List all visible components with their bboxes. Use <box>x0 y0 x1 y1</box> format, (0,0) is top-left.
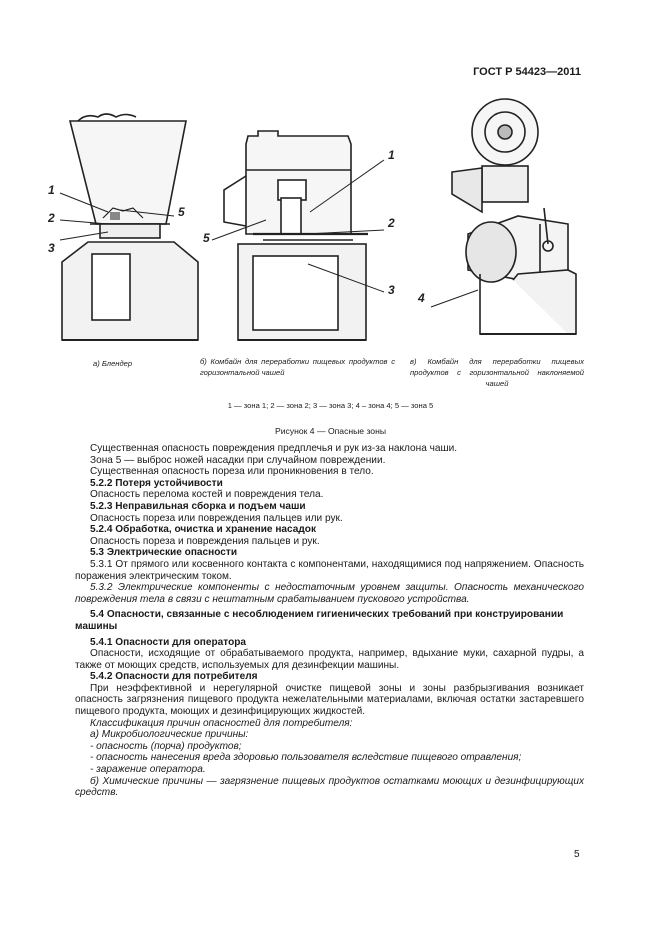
blender-drawing <box>61 113 199 341</box>
label-b3: 3 <box>388 283 395 297</box>
paragraph: Классификация причин опасностей для потр… <box>90 717 353 729</box>
figure-legend: 1 — зона 1; 2 — зона 2; 3 — зона 3; 4 – … <box>227 401 434 410</box>
label-c4: 4 <box>417 291 425 305</box>
caption-processor-horizontal: б) Комбайн для переработки пищевых проду… <box>200 357 395 377</box>
document-id: ГОСТ Р 54423—2011 <box>473 66 581 78</box>
paragraph: Опасность перелома костей и повреждения … <box>90 489 324 501</box>
heading-5-4-2: 5.4.2 Опасности для потребителя <box>90 671 258 683</box>
list-item: б) Химические причины — загрязнение пище… <box>75 775 584 799</box>
figure-drawing: 1 2 3 5 1 2 3 5 <box>48 98 577 341</box>
label-a1: 1 <box>48 183 55 197</box>
processor-tilting-pointers <box>430 289 479 308</box>
caption-processor-tilting: в) Комбайн для переработки пищевых проду… <box>410 357 584 388</box>
heading-5-2-4: 5.2.4 Обработка, очистка и хранение наса… <box>90 524 317 536</box>
label-b2: 2 <box>387 216 395 230</box>
figure-hazard-zones: 1 2 3 5 1 2 3 5 <box>48 84 608 354</box>
heading-5-2-3: 5.2.3 Неправильная сборка и подъем чаши <box>90 500 306 512</box>
label-a5: 5 <box>178 205 185 219</box>
label-a2: 2 <box>48 211 55 225</box>
label-b1: 1 <box>388 148 395 162</box>
paragraph: Зона 5 — выброс ножей насадки при случай… <box>90 454 386 466</box>
paragraph: Опасность пореза или повреждения пальцев… <box>90 512 343 524</box>
paragraph: При неэффективной и нерегулярной очистке… <box>75 682 584 718</box>
blender-pointers <box>59 192 175 241</box>
processor-tilting-drawing <box>451 98 577 335</box>
caption-blender: а) Блендер <box>93 359 133 368</box>
heading-5-3: 5.3 Электрические опасности <box>90 547 238 559</box>
paragraph: Опасности, исходящие от обрабатываемого … <box>75 648 584 671</box>
paragraph: Существенная опасность повреждения предп… <box>90 443 458 454</box>
paragraph: Существенная опасность пореза или проник… <box>90 466 374 478</box>
list-item: - заражение оператора. <box>90 764 206 776</box>
paragraph: 5.3.1 От прямого или косвенного контакта… <box>75 558 584 582</box>
list-item: а) Микробиологические причины: <box>90 729 249 741</box>
processor-horizontal-drawing <box>223 130 368 341</box>
heading-5-4-1: 5.4.1 Опасности для оператора <box>90 636 247 648</box>
processor-horizontal-pointers <box>211 159 385 293</box>
heading-5-4: 5.4 Опасности, связанные с несоблюдением… <box>75 609 564 632</box>
page-number: 5 <box>574 849 580 860</box>
heading-5-2-2: 5.2.2 Потеря устойчивости <box>90 477 223 489</box>
paragraph: 5.3.2 Электрические компоненты с недоста… <box>75 582 584 605</box>
figure-title: Рисунок 4 — Опасные зоны <box>275 426 386 436</box>
label-a3: 3 <box>48 241 55 255</box>
paragraph: Опасность пореза и повреждения пальцев и… <box>90 535 320 547</box>
body-text: Существенная опасность повреждения предп… <box>75 443 584 799</box>
list-item: - опасность (порча) продуктов; <box>90 740 242 752</box>
list-item: - опасность нанесения вреда здоровью пол… <box>90 752 522 764</box>
label-b5: 5 <box>203 231 210 245</box>
